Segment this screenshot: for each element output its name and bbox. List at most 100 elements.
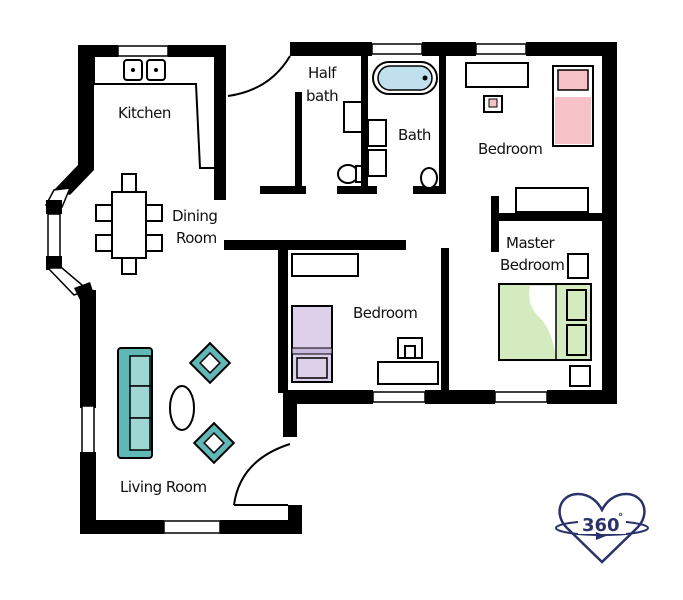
walls	[44, 42, 617, 534]
armchair-seat	[203, 432, 225, 454]
master-window-south	[494, 391, 548, 403]
room-label-bedroom-ne: Bedroom	[478, 140, 542, 158]
wall-segment	[46, 256, 62, 270]
bed-blanket	[555, 97, 591, 144]
heart-icon	[558, 492, 646, 564]
arrow-icon	[596, 532, 606, 540]
room-label-bath: Bath	[398, 126, 431, 144]
pillow	[566, 324, 587, 356]
room-label-halfbath-2: bath	[306, 87, 338, 105]
wall-segment	[220, 520, 302, 534]
bay-window-middle	[47, 213, 61, 259]
room-label-bedroom-center: Bedroom	[353, 304, 417, 322]
sofa-cushion	[129, 417, 151, 451]
counter-outline	[93, 57, 214, 169]
halfbath-sink	[343, 101, 363, 133]
sofa	[117, 347, 153, 459]
wall-segment	[80, 520, 164, 534]
toilet-tank	[355, 165, 363, 183]
wall-segment	[283, 390, 373, 404]
bed-blanket-edge	[291, 347, 333, 355]
wall-segment	[214, 45, 226, 200]
pillow	[296, 357, 328, 379]
chair	[121, 173, 137, 193]
chair	[121, 257, 137, 275]
wall-segment	[422, 42, 476, 56]
wall-segment	[425, 390, 495, 404]
room-label-master-2: Bedroom	[500, 256, 564, 274]
wall-segment	[80, 290, 96, 408]
chair-seat	[488, 98, 498, 108]
wall-segment	[288, 505, 302, 534]
dresser	[515, 187, 589, 213]
wall-segment	[80, 452, 96, 534]
logo-360[interactable]: 360 °	[555, 492, 649, 564]
sofa-cushion	[129, 385, 151, 419]
room-label-kitchen: Kitchen	[118, 104, 171, 122]
bathtub-basin	[377, 65, 433, 91]
logo-degree: °	[618, 512, 623, 523]
dining-table-set	[95, 173, 163, 275]
wall-segment	[441, 248, 449, 390]
wall-segment	[54, 165, 94, 195]
logo-text-bg	[578, 512, 626, 534]
room-label-dining-1: Dining	[172, 207, 217, 225]
wall-segment	[547, 390, 617, 404]
coffee-table	[169, 385, 195, 431]
drain	[131, 68, 135, 72]
wall-segment	[413, 186, 446, 194]
bedroom-window-north	[475, 43, 527, 55]
armchair-seat	[199, 352, 221, 374]
wall-segment	[78, 45, 94, 170]
wall-segment	[278, 243, 288, 393]
bath-toilet	[420, 167, 438, 189]
wall-segment	[260, 186, 306, 194]
chair	[95, 234, 113, 252]
door-swing-halfbath[interactable]	[227, 55, 291, 97]
nightstand	[569, 365, 591, 387]
chair-seat	[404, 345, 416, 359]
dresser	[465, 62, 529, 88]
bedroom-window-south	[372, 391, 426, 403]
bath-cabinet	[367, 119, 387, 147]
kitchen-counter	[93, 57, 214, 169]
wall-segment	[439, 56, 446, 191]
pillow	[566, 289, 587, 321]
armchair-top	[188, 341, 232, 385]
tub-drain	[422, 75, 428, 81]
living-window-south	[163, 520, 221, 534]
wall-segment	[491, 196, 499, 252]
chair	[145, 204, 163, 222]
drain	[154, 68, 158, 72]
desk	[377, 361, 439, 385]
wall-segment	[290, 42, 372, 56]
wall-segment	[361, 56, 368, 191]
wall-segment	[295, 92, 302, 190]
wall-segment	[296, 42, 304, 56]
logo-text: 360	[582, 515, 620, 536]
dresser	[291, 253, 359, 277]
kitchen-window	[117, 45, 169, 57]
entry-door-swing[interactable]	[233, 443, 291, 506]
nightstand	[567, 253, 589, 279]
chair	[95, 204, 113, 222]
armchair-bottom	[192, 421, 236, 465]
sofa-cushion	[129, 355, 151, 387]
wall-segment	[602, 45, 617, 403]
wall-segment	[46, 200, 62, 214]
room-label-master-1: Master	[506, 234, 556, 252]
bath-window	[371, 43, 423, 55]
chair	[145, 234, 163, 252]
bath-cabinet	[367, 149, 387, 177]
wall-segment	[224, 240, 406, 250]
wall-segment	[496, 213, 606, 221]
room-label-dining-2: Room	[176, 229, 217, 247]
wall-segment	[337, 186, 377, 194]
bed-sheet-fold	[529, 286, 556, 358]
living-window-west	[81, 405, 95, 455]
pillow	[557, 69, 589, 91]
room-label-halfbath-1: Half	[308, 64, 337, 82]
dining-table	[111, 191, 147, 259]
room-label-living: Living Room	[120, 478, 207, 496]
